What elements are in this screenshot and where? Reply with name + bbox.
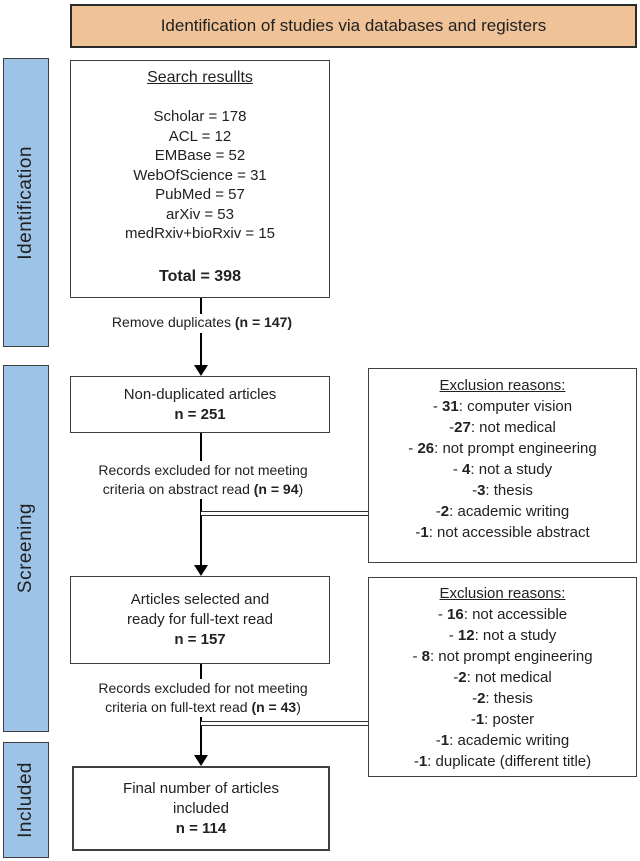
stage-identification-label: Identification — [15, 145, 36, 260]
exclusion-item: - 12: not a study — [448, 627, 557, 644]
banner-title-text: Identification of studies via databases … — [160, 16, 547, 35]
final-included-box: Final number of articles included n = 11… — [72, 766, 330, 851]
exclusion-item: - 16: not accessible — [437, 606, 568, 623]
search-entry: PubMed = 57 — [155, 186, 245, 203]
selected-count: n = 157 — [174, 631, 226, 648]
branch-connector-2 — [201, 721, 368, 726]
search-entry: Scholar = 178 — [153, 108, 247, 125]
exclusion-item: -3: thesis — [472, 482, 533, 499]
remove-duplicates-label: Remove duplicates (n = 147) — [70, 314, 334, 333]
search-results-box: Search resullts Scholar = 178 ACL = 12 E… — [70, 60, 330, 298]
fulltext-excluded-label: Records excluded for not meeting criteri… — [62, 679, 344, 717]
final-count: n = 114 — [175, 819, 227, 837]
search-entry: ACL = 12 — [168, 127, 232, 145]
search-results-total: Total = 398 — [159, 267, 241, 285]
non-duplicated-line1: Non-duplicated articles — [123, 385, 277, 403]
exclusion-item: - 31: computer vision — [432, 398, 573, 415]
stage-identification: Identification — [3, 58, 49, 347]
final-line2: included — [173, 799, 229, 817]
search-entry: arXiv = 53 — [166, 205, 234, 223]
exclusion-2-title: Exclusion reasons: — [439, 585, 566, 602]
exclusion-reasons-box-2: Exclusion reasons: - 16: not accessible … — [368, 577, 637, 777]
non-duplicated-box: Non-duplicated articles n = 251 — [70, 376, 330, 433]
flow-line-2 — [200, 433, 202, 567]
arrow-down-icon — [194, 755, 208, 766]
arrow-down-icon — [194, 365, 208, 376]
search-entry: EMBase = 52 — [154, 147, 246, 164]
final-line1: Final number of articles — [123, 779, 279, 797]
stage-included: Included — [3, 742, 49, 858]
banner-title: Identification of studies via databases … — [70, 4, 637, 48]
exclusion-item: -2: thesis — [472, 690, 533, 707]
exclusion-item: -1: academic writing — [435, 732, 570, 749]
stage-included-label: Included — [15, 762, 36, 838]
exclusion-item: -27: not medical — [449, 419, 556, 436]
exclusion-item: - 26: not prompt engineering — [408, 440, 597, 457]
exclusion-1-title: Exclusion reasons: — [439, 377, 566, 394]
abstract-excluded-label: Records excluded for not meeting criteri… — [62, 461, 344, 499]
branch-connector-1 — [201, 511, 368, 516]
exclusion-reasons-box-1: Exclusion reasons: - 31: computer vision… — [368, 368, 637, 563]
exclusion-item: - 8: not prompt engineering — [412, 648, 593, 665]
exclusion-item: -2: not medical — [453, 669, 552, 686]
search-results-title: Search resullts — [147, 69, 253, 86]
search-entry: WebOfScience = 31 — [133, 166, 267, 184]
exclusion-item: - 4: not a study — [452, 461, 553, 478]
stage-screening-label: Screening — [15, 503, 36, 594]
search-entry: medRxiv+bioRxiv = 15 — [124, 225, 276, 242]
exclusion-item: -1: poster — [470, 711, 535, 728]
selected-line1: Articles selected and — [130, 591, 270, 608]
exclusion-item: -1: duplicate (different title) — [413, 753, 592, 770]
selected-line2: ready for full-text read — [127, 611, 273, 628]
exclusion-item: -1: not accessible abstract — [415, 524, 590, 541]
stage-screening: Screening — [3, 365, 49, 732]
exclusion-item: -2: academic writing — [435, 503, 570, 520]
non-duplicated-count: n = 251 — [174, 405, 226, 423]
selected-articles-box: Articles selected and ready for full-tex… — [70, 576, 330, 664]
flow-line-1 — [200, 298, 202, 368]
arrow-down-icon — [194, 565, 208, 576]
search-results-entries: Scholar = 178 ACL = 12 EMBase = 52 WebOf… — [71, 107, 329, 244]
